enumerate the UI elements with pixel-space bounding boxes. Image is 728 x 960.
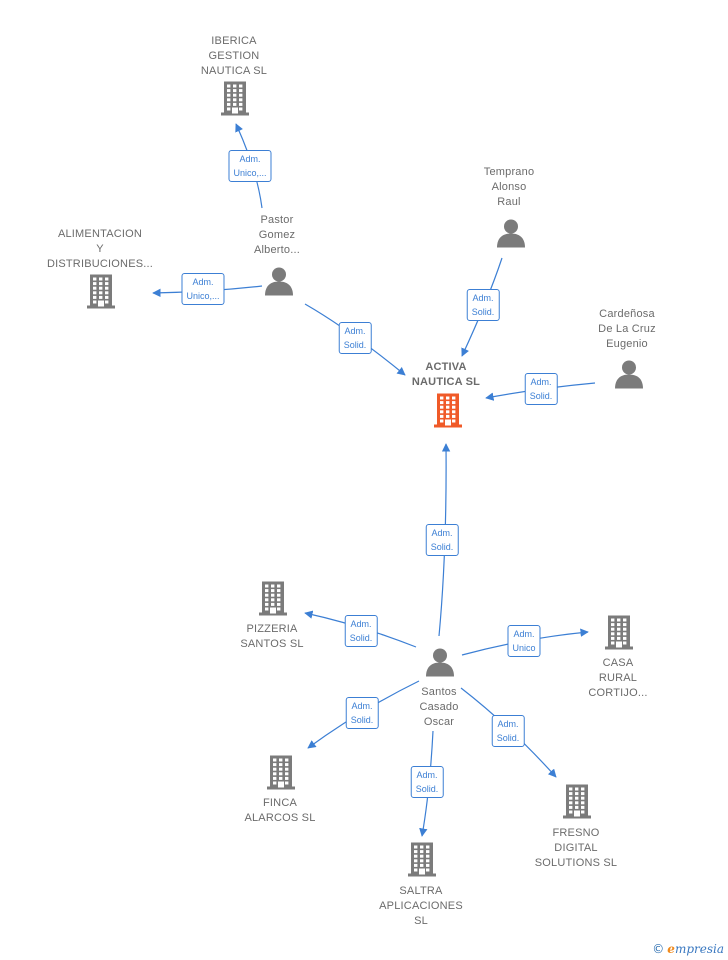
copyright-symbol: © — [652, 942, 665, 956]
node-pizzeria[interactable] — [259, 581, 287, 621]
node-activa[interactable] — [434, 393, 462, 433]
node-pastor[interactable] — [264, 266, 294, 301]
node-label-fresno[interactable]: FRESNO DIGITAL SOLUTIONS SL — [534, 827, 618, 869]
edge-label-santos-activa[interactable]: Adm. Solid. — [425, 524, 459, 556]
edge-label-pastor-alimentacion[interactable]: Adm. Unico,... — [181, 273, 225, 305]
edge-label-santos-saltra[interactable]: Adm. Solid. — [410, 766, 444, 798]
node-label-saltra[interactable]: SALTRA APLICACIONES SL — [379, 885, 463, 927]
node-saltra[interactable] — [408, 842, 436, 882]
node-santos[interactable] — [425, 647, 455, 682]
node-fresno[interactable] — [563, 784, 591, 824]
person-icon — [497, 219, 525, 248]
person-icon — [426, 648, 454, 677]
building-icon — [408, 842, 436, 877]
edge-label-santos-fresno[interactable]: Adm. Solid. — [491, 715, 525, 747]
node-label-cardenosa[interactable]: Cardeñosa De La Cruz Eugenio — [598, 308, 656, 350]
node-cardenosa[interactable] — [614, 359, 644, 394]
edge-label-pastor-iberica[interactable]: Adm. Unico,... — [228, 150, 272, 182]
node-label-pastor[interactable]: Pastor Gomez Alberto... — [253, 214, 301, 256]
person-icon — [265, 267, 293, 296]
node-label-pizzeria[interactable]: PIZZERIA SANTOS SL — [240, 623, 304, 650]
edge-label-temprano-activa[interactable]: Adm. Solid. — [466, 289, 500, 321]
node-label-santos[interactable]: Santos Casado Oscar — [419, 686, 459, 728]
node-label-temprano[interactable]: Temprano Alonso Raul — [483, 166, 535, 208]
node-iberica[interactable] — [221, 81, 249, 121]
node-label-finca[interactable]: FINCA ALARCOS SL — [244, 797, 316, 824]
building-icon — [259, 581, 287, 616]
node-casa[interactable] — [605, 615, 633, 655]
building-icon — [434, 393, 462, 428]
edge-label-santos-pizzeria[interactable]: Adm. Solid. — [344, 615, 378, 647]
node-label-activa[interactable]: ACTIVA NAUTICA SL — [411, 361, 481, 388]
building-icon — [267, 755, 295, 790]
building-icon — [221, 81, 249, 116]
node-label-casa[interactable]: CASA RURAL CORTIJO... — [588, 657, 648, 699]
footer-brand[interactable]: ©empresia — [652, 942, 724, 956]
node-label-iberica[interactable]: IBERICA GESTION NAUTICA SL — [200, 35, 268, 77]
node-label-alimentacion[interactable]: ALIMENTACION Y DISTRIBUCIONES... — [46, 228, 154, 270]
node-finca[interactable] — [267, 755, 295, 795]
building-icon — [563, 784, 591, 819]
edge-label-santos-casa[interactable]: Adm. Unico — [507, 625, 541, 657]
edge-label-pastor-activa[interactable]: Adm. Solid. — [338, 322, 372, 354]
building-icon — [87, 274, 115, 309]
person-icon — [615, 360, 643, 389]
node-temprano[interactable] — [496, 218, 526, 253]
brand-logo: empresia — [667, 942, 724, 956]
edge-label-cardenosa-activa[interactable]: Adm. Solid. — [524, 373, 558, 405]
edge-label-santos-finca[interactable]: Adm. Solid. — [345, 697, 379, 729]
edges-layer — [152, 123, 596, 837]
building-icon — [605, 615, 633, 650]
node-alimentacion[interactable] — [87, 274, 115, 314]
